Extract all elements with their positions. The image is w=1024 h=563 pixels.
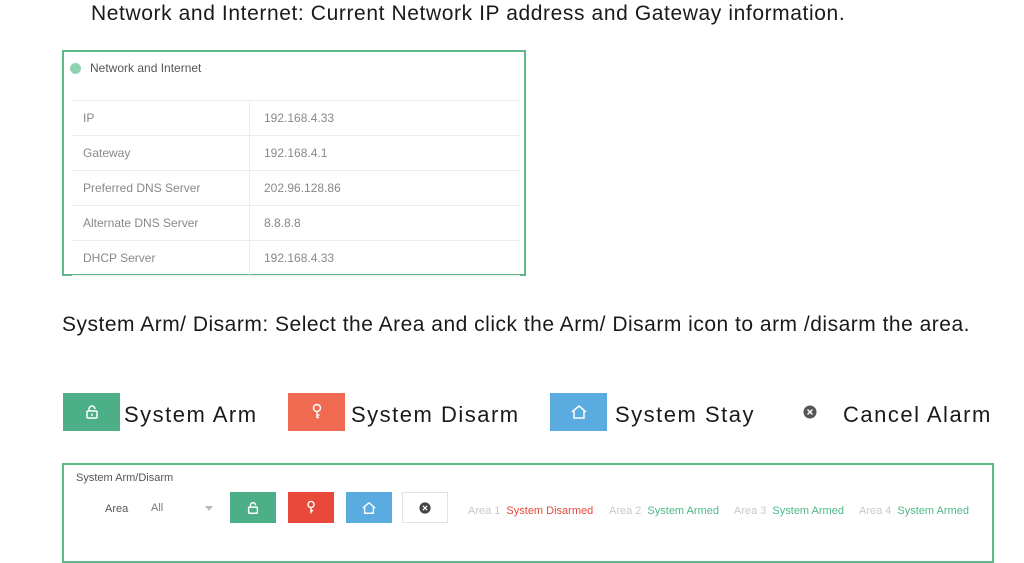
arm-button[interactable]: [230, 492, 276, 523]
row-label: IP: [72, 100, 250, 136]
area-status-text: System Disarmed: [506, 505, 594, 517]
key-icon: [307, 500, 315, 513]
table-row: Preferred DNS Server 202.96.128.86: [72, 170, 520, 206]
row-value: 192.168.4.33: [249, 100, 520, 136]
legend-disarm-label: System Disarm: [351, 402, 520, 427]
row-value: 192.168.4.33: [249, 240, 520, 276]
table-row: DHCP Server 192.168.4.33: [72, 240, 520, 276]
row-value: 8.8.8.8: [249, 205, 520, 241]
row-label: Gateway: [72, 135, 250, 171]
legend-cancel-button: [781, 393, 838, 431]
area-select[interactable]: All: [142, 494, 220, 522]
chevron-down-icon: [205, 506, 213, 511]
area-status-text: System Armed: [897, 505, 969, 517]
legend-stay-label: System Stay: [615, 402, 755, 427]
area-name: Area 1: [468, 505, 501, 517]
legend-arm-label: System Arm: [124, 402, 258, 427]
area-name: Area 2: [609, 505, 642, 517]
arm-heading: System Arm/ Disarm: Select the Area and …: [62, 313, 970, 336]
close-circle-icon: [803, 405, 816, 419]
legend-cancel-label: Cancel Alarm: [843, 402, 992, 427]
arm-panel-title: System Arm/Disarm: [76, 472, 174, 484]
cancel-alarm-button[interactable]: [402, 492, 448, 523]
close-circle-icon: [419, 501, 431, 514]
house-icon: [571, 405, 586, 419]
disarm-button[interactable]: [288, 492, 334, 523]
area-status-text: System Armed: [772, 505, 844, 517]
house-icon: [362, 501, 376, 514]
area-status-2: Area 2 System Armed: [609, 505, 719, 517]
area-status-text: System Armed: [647, 505, 719, 517]
network-heading: Network and Internet: Current Network IP…: [91, 2, 846, 25]
table-row: Alternate DNS Server 8.8.8.8: [72, 205, 520, 241]
lock-icon: [247, 501, 259, 514]
area-name: Area 4: [859, 505, 892, 517]
key-icon: [312, 403, 321, 419]
legend: System Arm System Disarm System Stay Can…: [0, 393, 1024, 433]
area-label: Area: [105, 503, 129, 515]
network-panel: Network and Internet IP 192.168.4.33 Gat…: [62, 50, 526, 276]
legend-arm-button: [63, 393, 120, 431]
area-status-1: Area 1 System Disarmed: [468, 505, 593, 517]
table-row: IP 192.168.4.33: [72, 100, 520, 136]
stay-button[interactable]: [346, 492, 392, 523]
network-panel-header: Network and Internet: [70, 61, 201, 75]
network-info-table: IP 192.168.4.33 Gateway 192.168.4.1 Pref…: [72, 100, 520, 276]
status-dot-icon: [70, 62, 81, 74]
row-label: Alternate DNS Server: [72, 205, 250, 241]
network-panel-title: Network and Internet: [90, 61, 202, 75]
row-label: Preferred DNS Server: [72, 170, 250, 206]
arm-disarm-panel: System Arm/Disarm Area All Area 1 System …: [62, 463, 994, 563]
lock-icon: [85, 405, 98, 419]
legend-stay-button: [550, 393, 607, 431]
row-value: 202.96.128.86: [249, 170, 520, 206]
row-label: DHCP Server: [72, 240, 250, 276]
area-status-3: Area 3 System Armed: [734, 505, 844, 517]
area-select-value: All: [151, 502, 164, 514]
area-status-4: Area 4 System Armed: [859, 505, 969, 517]
area-name: Area 3: [734, 505, 767, 517]
row-value: 192.168.4.1: [249, 135, 520, 171]
table-row: Gateway 192.168.4.1: [72, 135, 520, 171]
legend-disarm-button: [288, 393, 345, 431]
